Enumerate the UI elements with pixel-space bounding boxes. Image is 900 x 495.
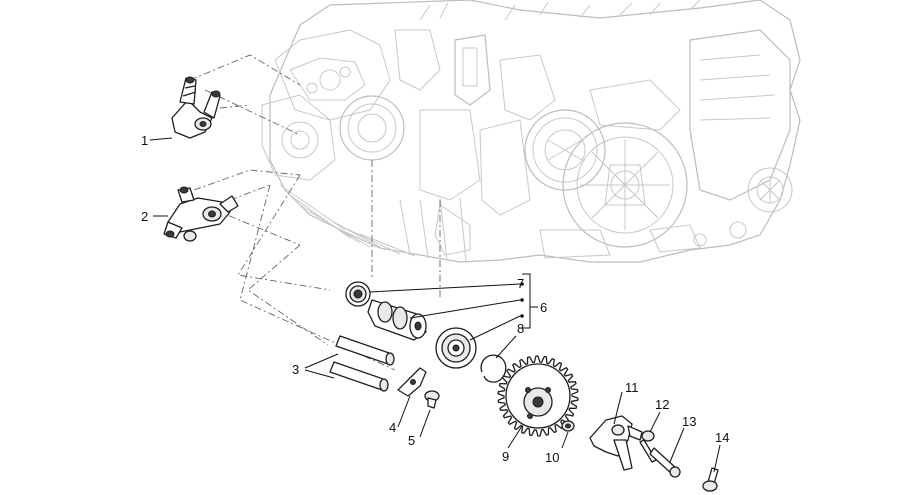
callout-2: 2	[141, 209, 148, 224]
part-2-rocker-arm	[163, 186, 239, 242]
callout-11: 11	[625, 380, 639, 395]
engine-block-drawing	[261, 0, 801, 263]
part-8-circlip	[480, 354, 507, 383]
part-4-retaining-plate	[397, 367, 427, 397]
callout-6: 6	[540, 300, 547, 315]
callout-7: 7	[517, 276, 524, 291]
part-6-camshaft	[367, 299, 427, 341]
part-1-rocker-arm	[171, 76, 221, 139]
assembly-guide-lines	[179, 54, 441, 371]
callout-10: 10	[545, 450, 559, 465]
callout-3: 3	[292, 362, 299, 377]
callout-13: 13	[682, 414, 696, 429]
leader-dots	[520, 282, 524, 318]
part-9-cam-sprocket	[497, 355, 579, 437]
part-14-bolt	[702, 467, 719, 492]
callout-12: 12	[655, 397, 669, 412]
callout-8: 8	[517, 321, 524, 336]
part-3-rocker-shafts	[329, 335, 395, 392]
part-13-bolt	[649, 447, 681, 478]
part-10-spring	[561, 420, 575, 432]
part-7-bearing	[345, 281, 371, 307]
part-11-decompressor-lever	[589, 415, 643, 471]
part-5-screw	[424, 390, 440, 409]
callout-labels: 1 2 3 4 5 6 7 8 9 10 11 12 13 14	[141, 133, 729, 465]
leader-lines	[149, 137, 721, 473]
part-8-bearing-large	[435, 327, 477, 369]
callout-4: 4	[389, 420, 396, 435]
callout-5: 5	[408, 433, 415, 448]
callout-9: 9	[502, 449, 509, 464]
callout-14: 14	[715, 430, 729, 445]
callout-1: 1	[141, 133, 148, 148]
